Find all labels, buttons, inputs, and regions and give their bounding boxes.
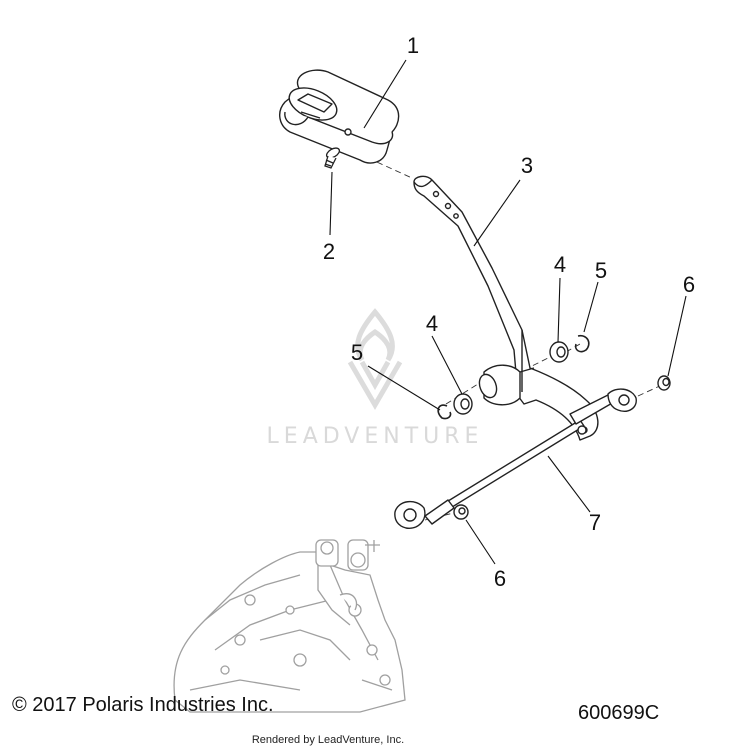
leader-lines [329, 59, 687, 565]
part-6-bushing-right [657, 375, 671, 391]
rendered-by-text: Rendered by LeadVenture, Inc. [252, 734, 404, 746]
part-2-screw [324, 147, 341, 169]
part-4-washer-right [549, 341, 569, 363]
centerlines [332, 137, 665, 521]
part-7-shift-rod [394, 388, 637, 529]
callout-4-right: 4 [554, 252, 566, 277]
callout-6-right: 6 [683, 272, 695, 297]
leadventure-watermark-logo [347, 308, 403, 410]
part-4-washer-left [453, 393, 473, 415]
watermark-text: LEADVENTURE [267, 424, 484, 449]
part-5-clip-right [574, 334, 590, 353]
callout-7: 7 [589, 510, 601, 535]
copyright-text: © 2017 Polaris Industries Inc. [12, 694, 274, 716]
callout-5-right: 5 [595, 258, 607, 283]
callout-6-lower: 6 [494, 566, 506, 591]
callout-2: 2 [323, 239, 335, 264]
callout-5-left: 5 [351, 340, 363, 365]
part-6-bushing-lower [453, 504, 469, 520]
transmission-housing [173, 539, 406, 713]
part-5-clip-left [437, 404, 452, 420]
part-1-shift-knob [279, 69, 400, 164]
diagram-part-number: 600699C [578, 702, 659, 724]
callout-4-left: 4 [426, 311, 438, 336]
part-3-shift-lever [413, 175, 599, 441]
callout-3: 3 [521, 153, 533, 178]
callout-1: 1 [407, 33, 419, 58]
